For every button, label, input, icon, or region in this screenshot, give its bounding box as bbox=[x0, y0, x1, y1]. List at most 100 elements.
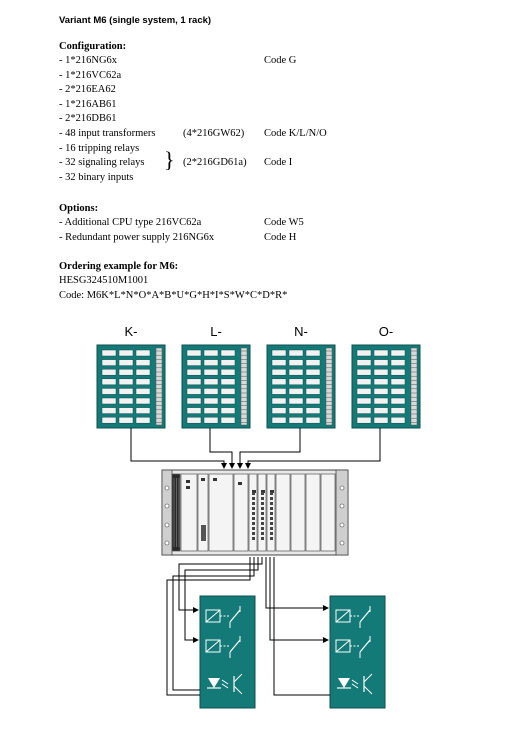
terminal-slot bbox=[288, 359, 304, 366]
connector-strip bbox=[325, 347, 333, 426]
terminal-slot bbox=[186, 397, 202, 405]
config-item-group: (2*216GD61a) bbox=[183, 157, 247, 169]
terminal-slot bbox=[373, 349, 389, 357]
terminal-slot bbox=[305, 359, 321, 366]
terminal-slot bbox=[135, 397, 151, 405]
signal-line-l bbox=[209, 428, 235, 469]
terminal-slot bbox=[373, 368, 389, 376]
terminal-slot bbox=[135, 378, 151, 386]
terminal-slot bbox=[220, 397, 236, 405]
terminal-slot bbox=[271, 359, 287, 366]
terminal-slot bbox=[220, 416, 236, 424]
terminal-slot bbox=[118, 359, 134, 366]
terminal-slot bbox=[305, 388, 321, 395]
terminal-slot bbox=[356, 388, 372, 395]
terminal-slot bbox=[390, 349, 406, 357]
terminal-slot bbox=[390, 368, 406, 376]
terminal-slot bbox=[186, 368, 202, 376]
ordering-code: Code: M6K*L*N*O*A*B*U*G*H*I*S*W*C*D*R* bbox=[59, 290, 288, 301]
module-led bbox=[252, 490, 256, 493]
rack-mount-hole bbox=[339, 485, 345, 491]
terminal-dot bbox=[252, 517, 255, 520]
rack-flange-right bbox=[335, 469, 349, 556]
terminal-slot bbox=[220, 388, 236, 395]
rack-mount-hole bbox=[339, 522, 345, 528]
brace-left: } bbox=[164, 147, 175, 172]
terminal-dot bbox=[270, 492, 273, 495]
connector-strip bbox=[240, 347, 248, 426]
ordering-heading: Ordering example for M6: bbox=[59, 261, 179, 272]
terminal-slot bbox=[118, 397, 134, 405]
terminal-dot bbox=[252, 527, 255, 530]
terminal-slot bbox=[271, 378, 287, 386]
option-item-code: Code W5 bbox=[264, 217, 304, 228]
terminal-slot bbox=[220, 349, 236, 357]
terminal-dot bbox=[261, 497, 264, 500]
terminal-slot bbox=[271, 407, 287, 414]
rack-module bbox=[290, 473, 306, 552]
terminal-slot bbox=[305, 368, 321, 376]
terminal-slot bbox=[390, 416, 406, 424]
config-item: - 1*216NG6x bbox=[59, 55, 118, 66]
terminal-slot bbox=[135, 359, 151, 366]
transformer-module bbox=[181, 344, 251, 429]
terminal-slot bbox=[356, 416, 372, 424]
page-title: Variant M6 (single system, 1 rack) bbox=[59, 15, 212, 26]
connector-strip bbox=[410, 347, 418, 426]
rack-mount-hole bbox=[164, 503, 170, 509]
terminal-dot bbox=[261, 492, 264, 495]
terminal-slot bbox=[356, 368, 372, 376]
terminal-slot bbox=[101, 368, 117, 376]
relay-coil-diag bbox=[205, 609, 221, 623]
wire-input-return bbox=[166, 557, 251, 696]
module-led bbox=[261, 490, 265, 493]
led-triangle-icon bbox=[338, 678, 350, 688]
terminal-slot bbox=[186, 416, 202, 424]
config-item: - 16 tripping relays bbox=[59, 142, 140, 154]
terminal-slot bbox=[203, 378, 219, 386]
module-led bbox=[186, 486, 190, 489]
terminal-slot bbox=[203, 359, 219, 366]
terminal-slot bbox=[305, 407, 321, 414]
relay-contact-icon bbox=[229, 609, 241, 623]
terminal-slot bbox=[101, 388, 117, 395]
terminal-slot bbox=[271, 388, 287, 395]
module-led bbox=[186, 480, 190, 483]
config-item: - 32 signaling relays bbox=[59, 157, 145, 169]
terminal-dot bbox=[261, 527, 264, 530]
terminal-slot bbox=[135, 368, 151, 376]
option-item: - Additional CPU type 216VC62a bbox=[59, 217, 202, 228]
terminal-dot bbox=[261, 517, 264, 520]
phototransistor-lead bbox=[363, 673, 373, 683]
terminal-slot bbox=[356, 407, 372, 414]
signal-line-k bbox=[130, 428, 227, 469]
transformer-module bbox=[96, 344, 166, 429]
terminal-slot bbox=[288, 388, 304, 395]
terminal-slot bbox=[220, 407, 236, 414]
light-ray-icon bbox=[221, 683, 229, 689]
config-item-code: Code K/L/N/O bbox=[264, 128, 327, 139]
terminal-slot bbox=[135, 416, 151, 424]
terminal-slot bbox=[373, 397, 389, 405]
terminal-slot bbox=[305, 378, 321, 386]
terminal-dot bbox=[252, 507, 255, 510]
module-led bbox=[238, 482, 242, 485]
terminal-slot bbox=[118, 349, 134, 357]
config-item: - 2*216EA62 bbox=[59, 84, 116, 96]
terminal-slot bbox=[373, 388, 389, 395]
terminal-slot bbox=[186, 388, 202, 395]
transformer-module bbox=[351, 344, 421, 429]
signal-line-n bbox=[237, 428, 301, 469]
wire-trip-2 bbox=[184, 557, 259, 643]
terminal-slot bbox=[118, 368, 134, 376]
terminal-dot bbox=[252, 512, 255, 515]
configuration-heading: Configuration: bbox=[59, 41, 127, 52]
phototransistor-lead bbox=[233, 685, 243, 695]
terminal-slot bbox=[305, 416, 321, 424]
transformer-module bbox=[266, 344, 336, 429]
terminal-slot bbox=[356, 349, 372, 357]
relay-coil-diag bbox=[335, 609, 351, 623]
rack-mount-hole bbox=[339, 540, 345, 546]
